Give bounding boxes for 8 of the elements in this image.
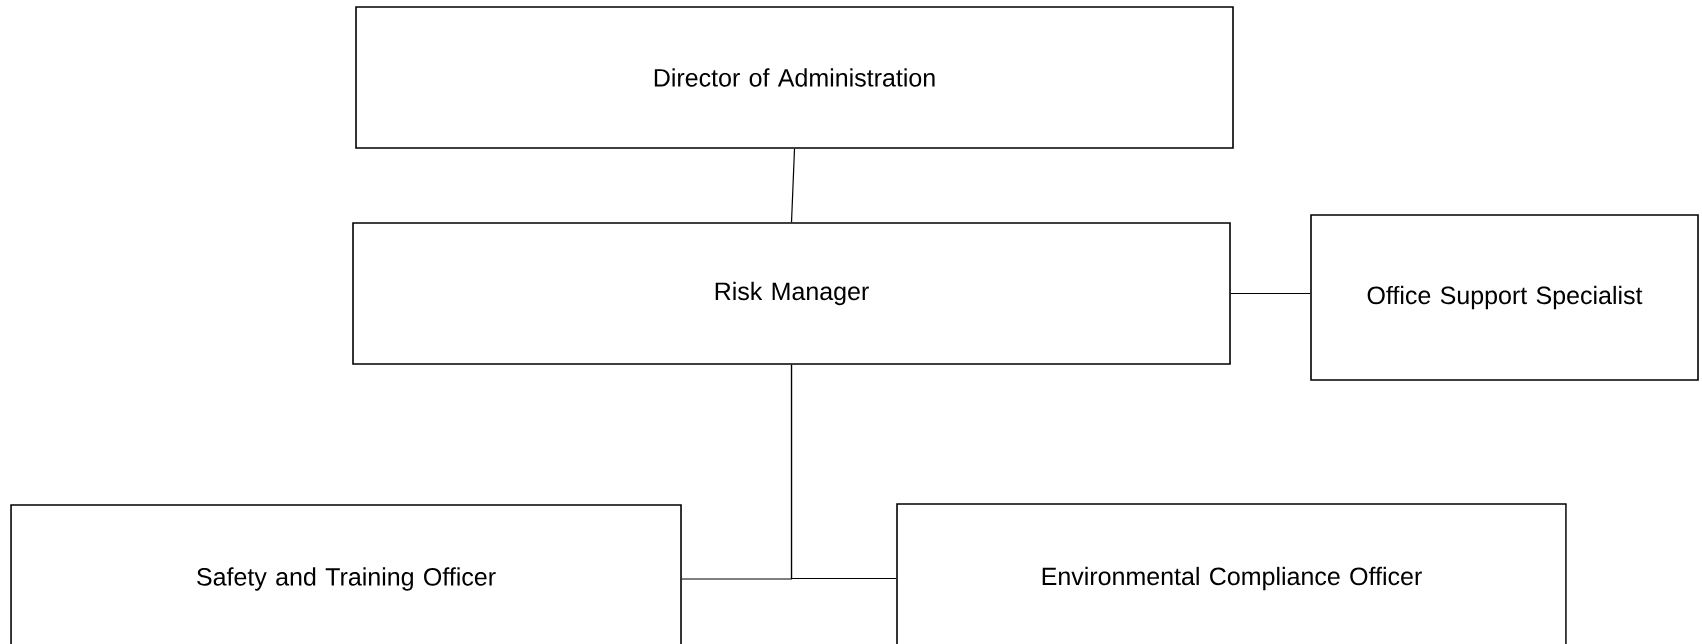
- org-box: Safety and Training Officer: [10, 504, 682, 644]
- connector-line: [790, 148, 796, 223]
- org-box: Director of Administration: [355, 6, 1234, 149]
- org-box: Environmental Compliance Officer: [896, 503, 1567, 644]
- connector-line: [1230, 292, 1311, 295]
- org-box: Risk Manager: [352, 222, 1231, 365]
- org-box: Office Support Specialist: [1310, 214, 1699, 381]
- connector-line: [790, 364, 897, 580]
